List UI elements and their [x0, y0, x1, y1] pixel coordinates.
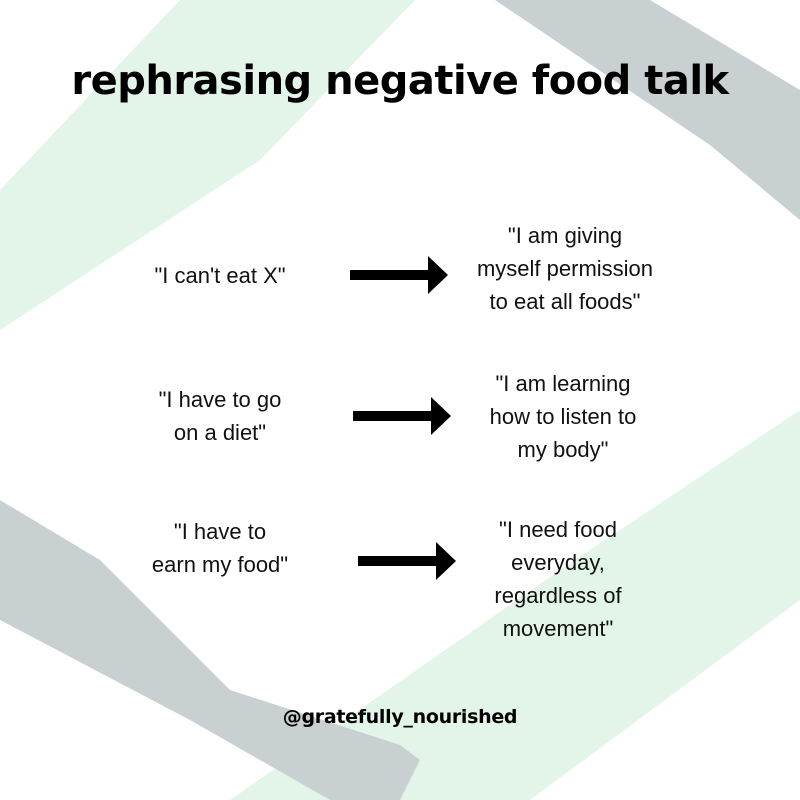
positive-line: "I am learning [495, 371, 631, 396]
positive-phrase-2: "I am learning how to listen to my body" [463, 367, 663, 466]
negative-line: "I have to [173, 519, 267, 544]
social-handle: @gratefully_nourished [282, 706, 518, 728]
positive-line: to eat all foods" [489, 289, 641, 314]
positive-line: "I am giving [507, 223, 623, 248]
right-arrow-icon [350, 256, 448, 294]
positive-line: my body" [517, 437, 609, 462]
negative-phrase-2: "I have to go on a diet" [120, 383, 320, 449]
negative-phrase-3: "I have to earn my food" [120, 515, 320, 581]
page-title: rephrasing negative food talk [71, 58, 729, 104]
positive-line: movement" [502, 616, 614, 641]
negative-phrase-1: "I can't eat X" [120, 259, 320, 292]
positive-line: everyday, [511, 550, 605, 575]
negative-line: earn my food" [151, 552, 289, 577]
right-arrow-icon [358, 542, 456, 580]
negative-line: "I have to go [158, 387, 282, 412]
positive-phrase-1: "I am giving myself permission to eat al… [455, 219, 675, 318]
right-arrow-icon [353, 397, 451, 435]
negative-line: on a diet" [173, 420, 267, 445]
negative-line: "I can't eat X" [154, 263, 286, 288]
positive-line: how to listen to [489, 404, 637, 429]
positive-line: regardless of [494, 583, 622, 608]
positive-line: myself permission [476, 256, 654, 281]
positive-phrase-3: "I need food everyday, regardless of mov… [458, 513, 658, 645]
positive-line: "I need food [499, 517, 617, 542]
